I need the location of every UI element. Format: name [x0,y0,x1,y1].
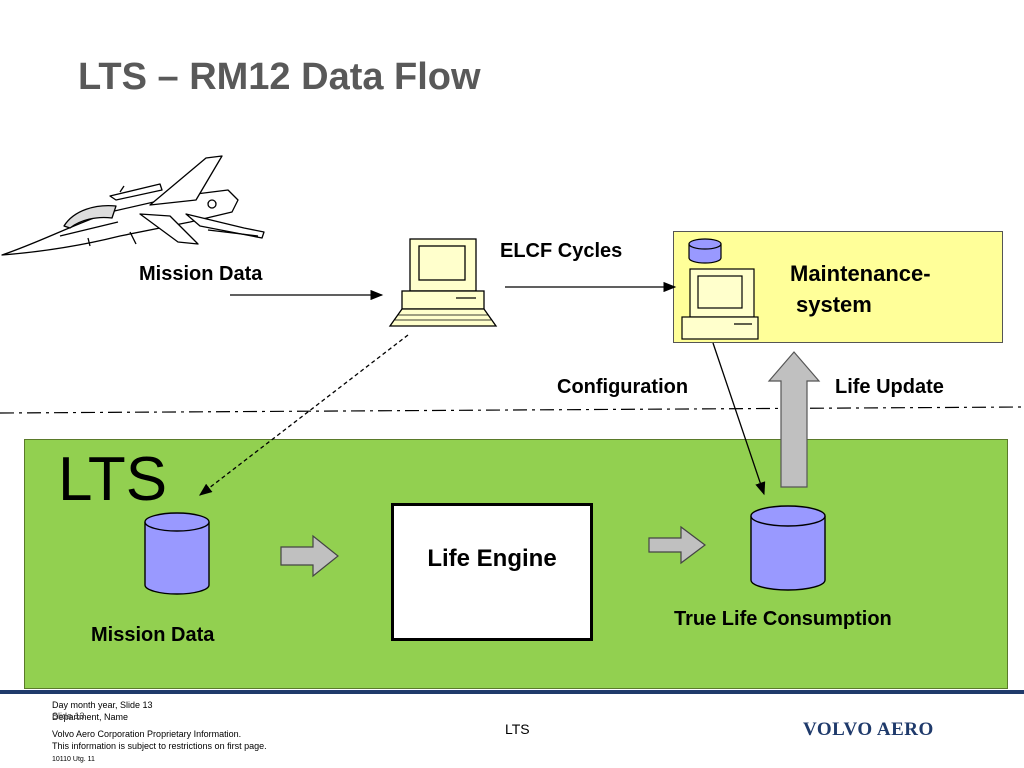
footer-proprietary: Volvo Aero Corporation Proprietary Infor… [52,729,242,739]
computer-terminal-icon [388,238,498,327]
life-update-label: Life Update [835,376,944,398]
mission-data-top-label: Mission Data [139,263,263,285]
footer-divider [0,690,1024,694]
footer-date-slide: Day month year, Slide 13 [52,700,153,710]
elcf-cycles-label: ELCF Cycles [500,240,623,262]
footer-restriction: This information is subject to restricti… [52,741,267,751]
maintenance-label-line1: Maintenance- [790,261,931,286]
life-engine-box [391,503,593,641]
mission-data-database-icon [144,512,210,595]
true-life-consumption-label: True Life Consumption [674,608,892,630]
life-engine-label: Life Engine [427,545,557,572]
configuration-label: Configuration [557,376,689,398]
mission-to-engine-block-arrow [280,534,339,578]
footer-department: Department, Name [52,712,129,722]
maintenance-computer-icon [681,268,759,340]
mission-data-bottom-label: Mission Data [91,624,215,646]
lts-area-label: LTS [58,445,168,514]
terminal-to-lts-dashed-arrow [198,334,409,496]
jet-aircraft-icon [1,155,265,256]
engine-to-consumption-block-arrow [648,525,706,565]
life-update-block-arrow [767,351,821,488]
footer-center-label: LTS [505,721,530,737]
true-life-database-icon [750,505,826,591]
database-icon [688,238,722,264]
maintenance-label-line2: system [796,292,872,317]
configuration-arrow [712,342,766,496]
volvo-aero-logo: VOLVO AERO [803,719,934,740]
footer-doc-code: 10110 Utg. 11 [52,756,95,763]
page-title: LTS – RM12 Data Flow [78,56,481,98]
footer-slide-ghost: Slide 13 [52,711,85,721]
boundary-divider-line [0,406,1024,414]
